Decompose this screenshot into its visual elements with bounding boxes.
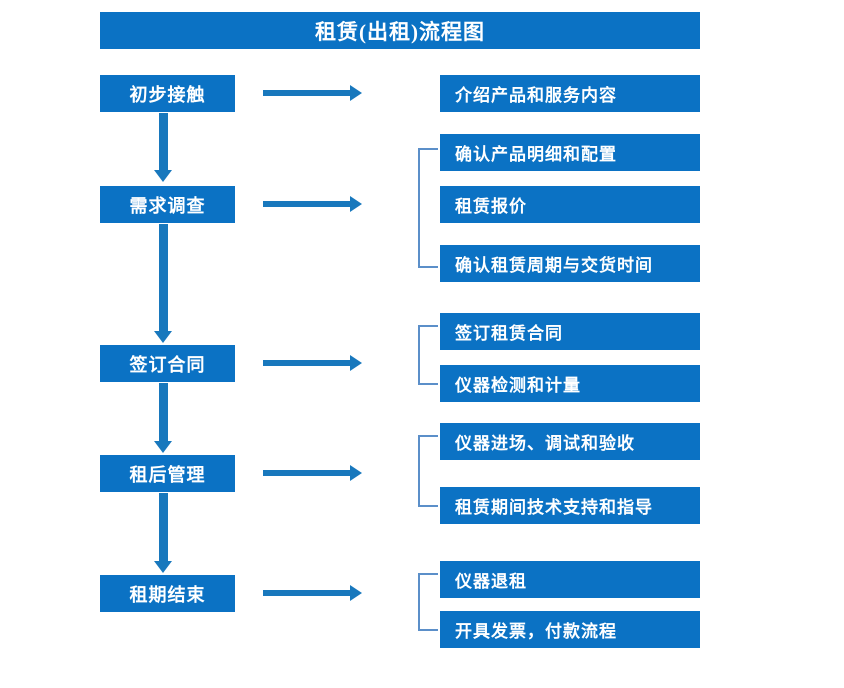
stage-box-2[interactable]: 需求调查	[100, 186, 235, 223]
group-bracket-4	[418, 573, 438, 631]
horizontal-arrow-5	[263, 585, 362, 601]
vertical-arrow-2	[154, 224, 172, 343]
vertical-arrow-1	[154, 113, 172, 182]
page-title: 租赁(出租)流程图	[100, 12, 700, 49]
detail-box-10[interactable]: 开具发票，付款流程	[440, 611, 700, 648]
vertical-arrow-4	[154, 493, 172, 573]
detail-box-4[interactable]: 确认租赁周期与交货时间	[440, 245, 700, 282]
vertical-arrow-3	[154, 383, 172, 453]
stage-box-1[interactable]: 初步接触	[100, 75, 235, 112]
stage-box-3[interactable]: 签订合同	[100, 345, 235, 382]
group-bracket-2	[418, 325, 438, 385]
horizontal-arrow-4	[263, 465, 362, 481]
stage-box-5[interactable]: 租期结束	[100, 575, 235, 612]
detail-box-7[interactable]: 仪器进场、调试和验收	[440, 423, 700, 460]
group-bracket-3	[418, 435, 438, 507]
stage-box-4[interactable]: 租后管理	[100, 455, 235, 492]
detail-box-3[interactable]: 租赁报价	[440, 186, 700, 223]
detail-box-1[interactable]: 介绍产品和服务内容	[440, 75, 700, 112]
detail-box-9[interactable]: 仪器退租	[440, 561, 700, 598]
detail-box-5[interactable]: 签订租赁合同	[440, 313, 700, 350]
horizontal-arrow-3	[263, 355, 362, 371]
detail-box-6[interactable]: 仪器检测和计量	[440, 365, 700, 402]
detail-box-8[interactable]: 租赁期间技术支持和指导	[440, 487, 700, 524]
detail-box-2[interactable]: 确认产品明细和配置	[440, 134, 700, 171]
horizontal-arrow-2	[263, 196, 362, 212]
horizontal-arrow-1	[263, 85, 362, 101]
group-bracket-1	[418, 148, 438, 268]
